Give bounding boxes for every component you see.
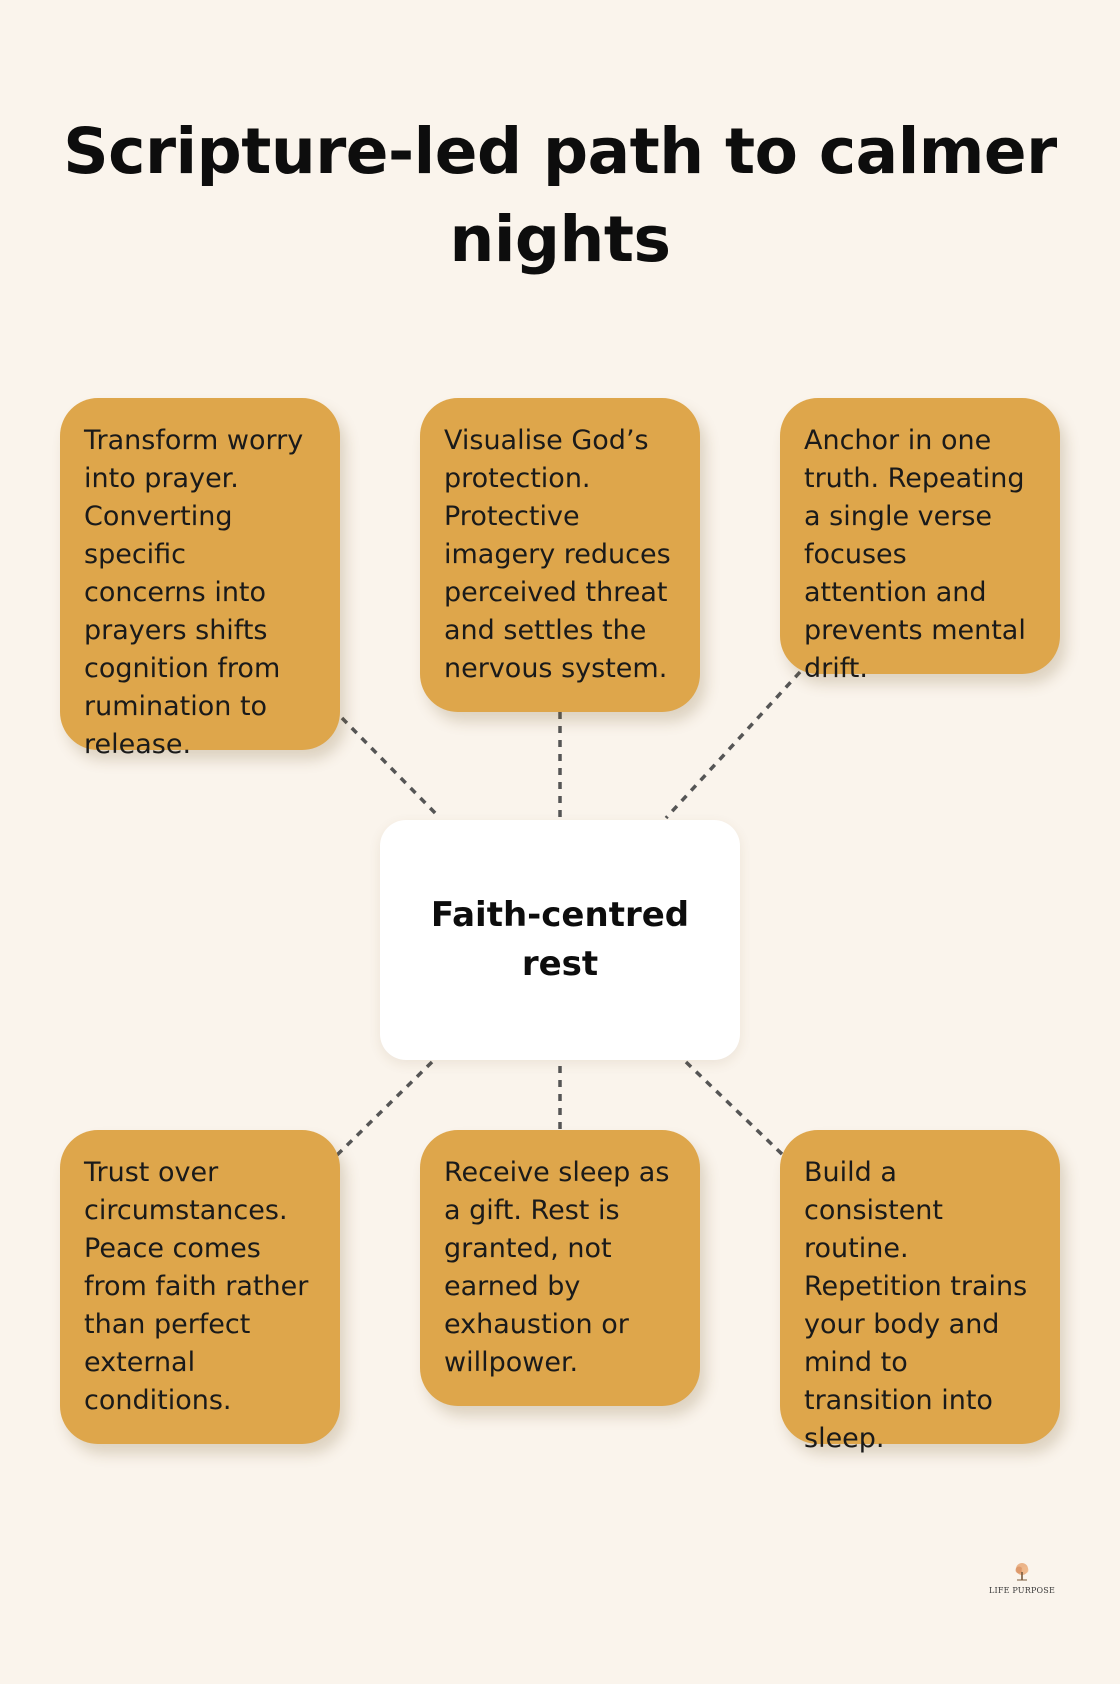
- card-receive-sleep: Receive sleep as a gift. Rest is granted…: [420, 1130, 700, 1406]
- card-text: Visualise God’s protection. Protective i…: [444, 425, 671, 684]
- card-transform-worry: Transform worry into prayer. Converting …: [60, 398, 340, 760]
- card-text: Build a consistent routine. Repetition t…: [804, 1157, 1028, 1454]
- card-trust-circumstances: Trust over circumstances. Peace comes fr…: [60, 1130, 340, 1444]
- central-node: Faith-centred rest: [380, 820, 740, 1060]
- card-text: Anchor in one truth. Repeating a single …: [804, 425, 1026, 684]
- card-consistent-routine: Build a consistent routine. Repetition t…: [780, 1130, 1060, 1454]
- page-title: Scripture-led path to calmer nights: [63, 115, 1057, 276]
- card-text: Transform worry into prayer. Converting …: [84, 425, 304, 760]
- card-visualise-protection: Visualise God’s protection. Protective i…: [420, 398, 700, 712]
- logo-text: LIFE PURPOSE: [988, 1586, 1056, 1595]
- card-text: Receive sleep as a gift. Rest is granted…: [444, 1157, 670, 1378]
- brand-logo: LIFE PURPOSE: [982, 1562, 1062, 1596]
- tree-icon: [1015, 1563, 1029, 1581]
- card-text: Trust over circumstances. Peace comes fr…: [84, 1157, 309, 1416]
- connector-top-left: [340, 716, 442, 820]
- central-node-label: Faith-centred rest: [430, 895, 690, 984]
- connector-bottom-right: [684, 1060, 786, 1158]
- connector-top-right: [664, 670, 802, 820]
- connector-bottom-left: [334, 1060, 434, 1158]
- card-anchor-truth: Anchor in one truth. Repeating a single …: [780, 398, 1060, 684]
